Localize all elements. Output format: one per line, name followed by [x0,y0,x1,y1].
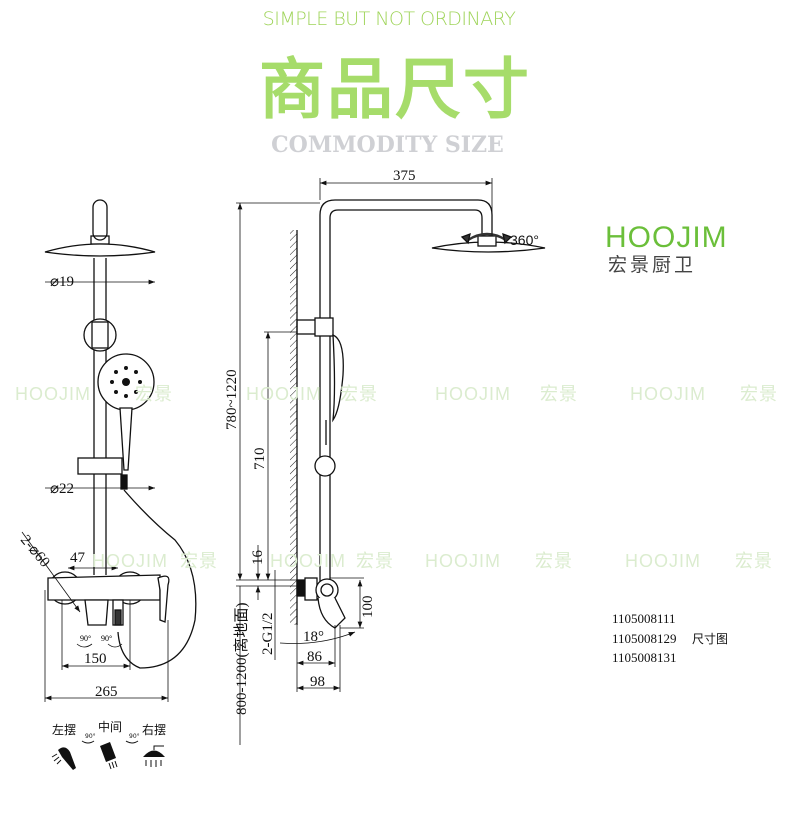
dim-16: 16 [250,550,266,566]
svg-text:HOOJIM: HOOJIM [630,384,706,404]
svg-text:宏景: 宏景 [135,384,173,404]
svg-text:宏景: 宏景 [340,384,378,404]
dim-710: 710 [252,448,268,471]
pipe-diameter-top: ⌀19 [50,274,74,290]
front-view [21,199,197,702]
svg-text:HOOJIM: HOOJIM [435,384,511,404]
dim-86: 86 [307,649,323,665]
rotation-label: 360° [510,232,539,248]
product-code-3: 1105008131 [612,650,677,665]
dim-100: 100 [360,596,376,619]
angle-right: 90° [101,634,112,643]
mode-left-label: 左摆 [52,722,76,737]
spray-modes: 左摆 中间 右摆 90° 90° [51,719,166,770]
mode-angle-2: 90° [129,733,140,740]
product-code-2: 1105008129 [612,631,677,646]
product-code-1: 1105008111 [612,611,676,626]
svg-text:宏景: 宏景 [540,384,578,404]
angle-18: 18° [303,629,324,645]
handheld-spray-icon [51,747,76,770]
svg-text:HOOJIM: HOOJIM [246,384,322,404]
angle-left: 90° [80,634,91,643]
svg-text:HOOJIM: HOOJIM [270,551,346,571]
tagline: SIMPLE BUT NOT ORDINARY [262,8,516,30]
watermark-row-1: HOOJIM 宏景 HOOJIM 宏景 HOOJIM 宏景 HOOJIM 宏景 [15,384,778,404]
dim-height-range: 780~1220 [224,369,240,430]
watermark-row-2: HOOJIM 宏景 HOOJIM 宏景 HOOJIM 宏景 HOOJIM 宏景 [92,551,773,571]
svg-text:宏景厨卫: 宏景厨卫 [608,254,696,276]
svg-text:HOOJIM: HOOJIM [15,384,91,404]
page-title: 商品尺寸 [259,51,531,128]
rain-jet-icon [100,742,118,770]
svg-text:宏景: 宏景 [735,551,773,571]
drawing-label: 尺寸图 [692,632,728,646]
overhead-shower-icon [143,745,165,767]
thread-size: 2-G1/2 [260,613,276,656]
side-view [236,178,546,745]
svg-text:HOOJIM: HOOJIM [425,551,501,571]
pipe-diameter-bottom: ⌀22 [50,481,74,497]
dim-150: 150 [84,651,107,667]
mode-angle-1: 90° [85,733,96,740]
dim-98: 98 [310,674,325,690]
floor-height: 800-1200(离地面) [233,603,250,716]
svg-text:宏景: 宏景 [740,384,778,404]
svg-text:HOOJIM: HOOJIM [92,551,168,571]
svg-text:HOOJIM: HOOJIM [625,551,701,571]
svg-text:HOOJIM: HOOJIM [605,221,728,254]
svg-text:宏景: 宏景 [535,551,573,571]
mode-middle-label: 中间 [98,719,122,734]
svg-text:宏景: 宏景 [180,551,218,571]
dim-265: 265 [95,684,118,700]
cap-diameter: 2-⌀60 [17,532,53,570]
mode-right-label: 右摆 [142,722,166,737]
svg-text:宏景: 宏景 [356,551,394,571]
hoojim-logo: HOOJIM 宏景厨卫 [605,221,728,276]
page-subtitle: COMMODITY SIZE [271,132,504,158]
dim-47: 47 [70,550,86,566]
dim-375: 375 [393,168,416,184]
